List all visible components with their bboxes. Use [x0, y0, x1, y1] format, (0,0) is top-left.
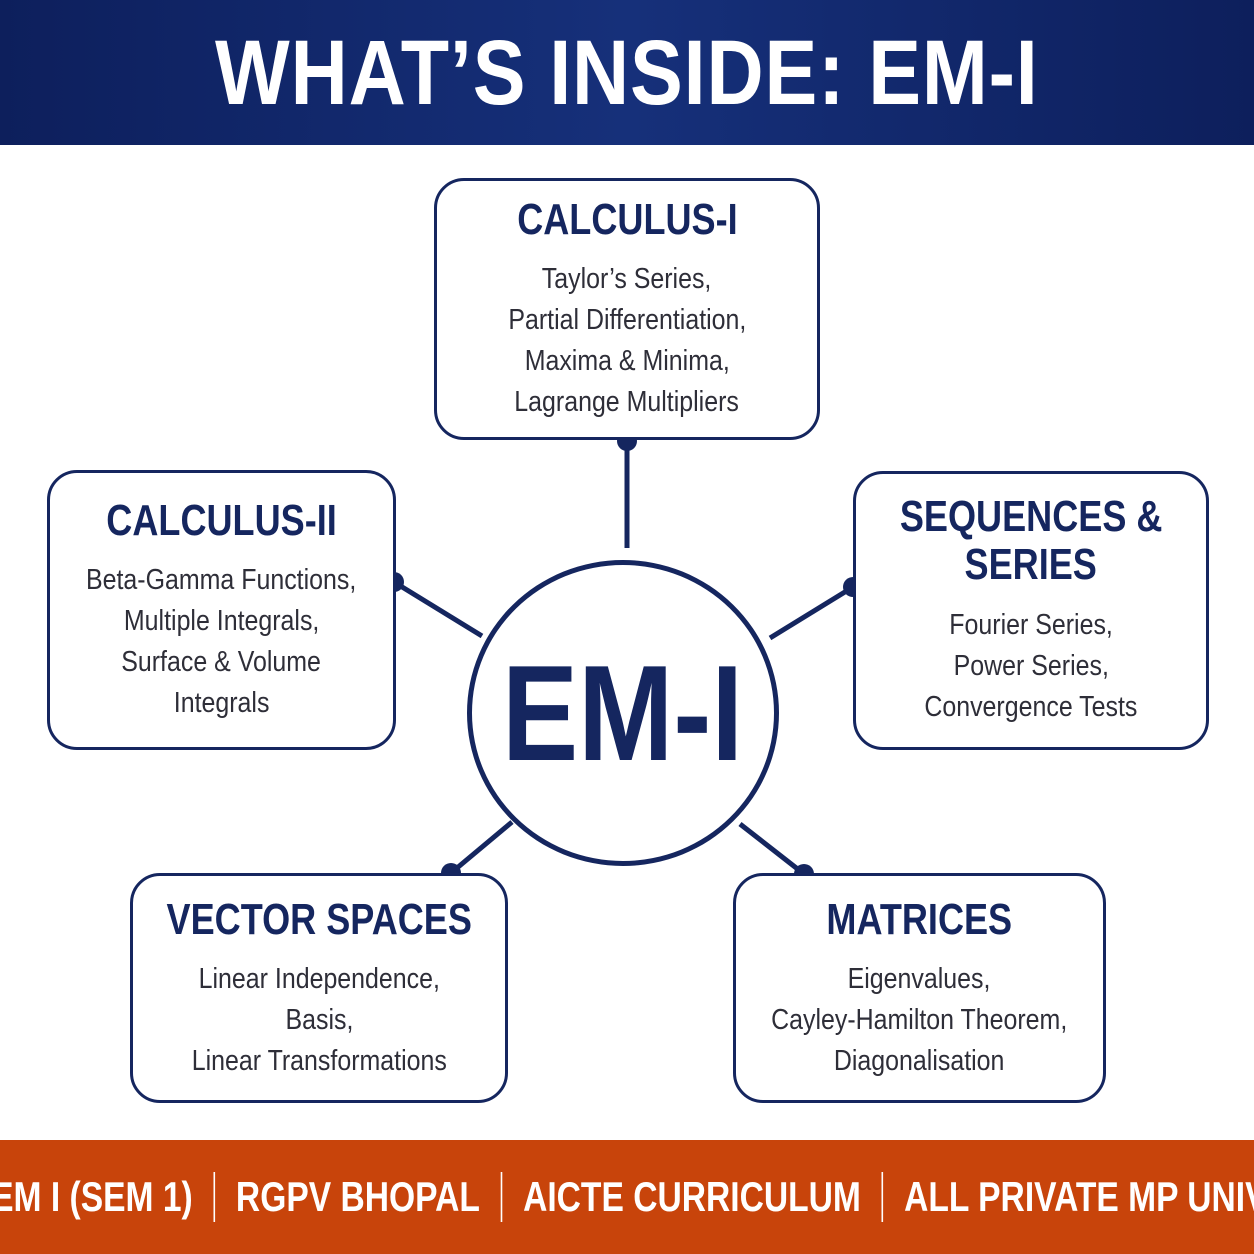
footer-banner: B.TECH SEM I (SEM 1) RGPV BHOPAL AICTE C… — [0, 1140, 1254, 1254]
topic-item: Power Series, — [953, 650, 1109, 682]
footer-item-university: RGPV BHOPAL — [235, 1173, 480, 1220]
connector-vector-spaces — [449, 820, 514, 875]
topic-item: Basis, — [285, 1003, 353, 1036]
topic-item: Surface & Volume — [121, 646, 322, 678]
topic-item: Partial Differentiation, — [508, 304, 746, 336]
topic-item: Eigenvalues, — [848, 962, 991, 995]
connector-calculus-2 — [392, 579, 484, 639]
footer-item-private-universities: ALL PRIVATE MP UNIVERSITIES — [903, 1173, 1254, 1220]
connector-matrices — [738, 822, 806, 876]
module-topics: Fourier Series, Power Series, Convergenc… — [907, 605, 1155, 728]
topic-item: Taylor’s Series, — [542, 263, 712, 295]
footer-items: B.TECH SEM I (SEM 1) RGPV BHOPAL AICTE C… — [0, 1172, 1254, 1222]
module-card-vector-spaces: VECTOR SPACES Linear Independence, Basis… — [130, 873, 508, 1103]
module-card-calculus-1: CALCULUS-I Taylor’s Series, Partial Diff… — [434, 178, 820, 440]
module-card-calculus-2: CALCULUS-II Beta-Gamma Functions, Multip… — [47, 470, 396, 750]
module-card-matrices: MATRICES Eigenvalues, Cayley-Hamilton Th… — [733, 873, 1106, 1103]
topic-item: Beta-Gamma Functions, — [86, 564, 357, 596]
module-title-line-2: SERIES — [964, 540, 1098, 589]
topic-item: Linear Independence, — [198, 962, 440, 995]
module-title-line-1: SEQUENCES & — [899, 492, 1163, 541]
module-card-sequences-series: SEQUENCES & SERIES Fourier Series, Power… — [853, 471, 1209, 750]
module-title: CALCULUS-II — [106, 496, 337, 545]
module-topics: Beta-Gamma Functions, Multiple Integrals… — [64, 560, 378, 724]
module-title: CALCULUS-I — [516, 195, 738, 244]
module-title: VECTOR SPACES — [166, 894, 472, 944]
page-title: WHAT’S INSIDE: EM-I — [215, 21, 1039, 124]
footer-divider — [213, 1172, 215, 1222]
footer-divider — [500, 1172, 502, 1222]
topic-item: Cayley-Hamilton Theorem, — [771, 1003, 1068, 1036]
hub-label: EM-I — [502, 637, 744, 789]
topic-item: Maxima & Minima, — [524, 345, 730, 377]
topic-item: Lagrange Multipliers — [514, 386, 740, 418]
topic-item: Diagonalisation — [834, 1044, 1005, 1077]
module-topics: Linear Independence, Basis, Linear Trans… — [171, 959, 468, 1082]
module-title: MATRICES — [826, 894, 1013, 944]
header-banner: WHAT’S INSIDE: EM-I — [0, 0, 1254, 145]
module-topics: Taylor’s Series, Partial Differentiation… — [489, 259, 766, 423]
module-topics: Eigenvalues, Cayley-Hamilton Theorem, Di… — [747, 959, 1091, 1082]
topic-item: Linear Transformations — [191, 1044, 447, 1077]
topic-item: Multiple Integrals, — [123, 605, 320, 637]
footer-item-semester: B.TECH SEM I (SEM 1) — [0, 1173, 193, 1220]
topic-item: Fourier Series, — [949, 609, 1113, 641]
topic-item: Convergence Tests — [924, 691, 1138, 723]
central-hub-circle: EM-I — [467, 560, 779, 866]
footer-item-curriculum: AICTE CURRICULUM — [522, 1173, 861, 1220]
topic-item: Integrals — [173, 687, 270, 719]
connector-sequences-series — [768, 584, 855, 641]
footer-divider — [881, 1172, 883, 1222]
